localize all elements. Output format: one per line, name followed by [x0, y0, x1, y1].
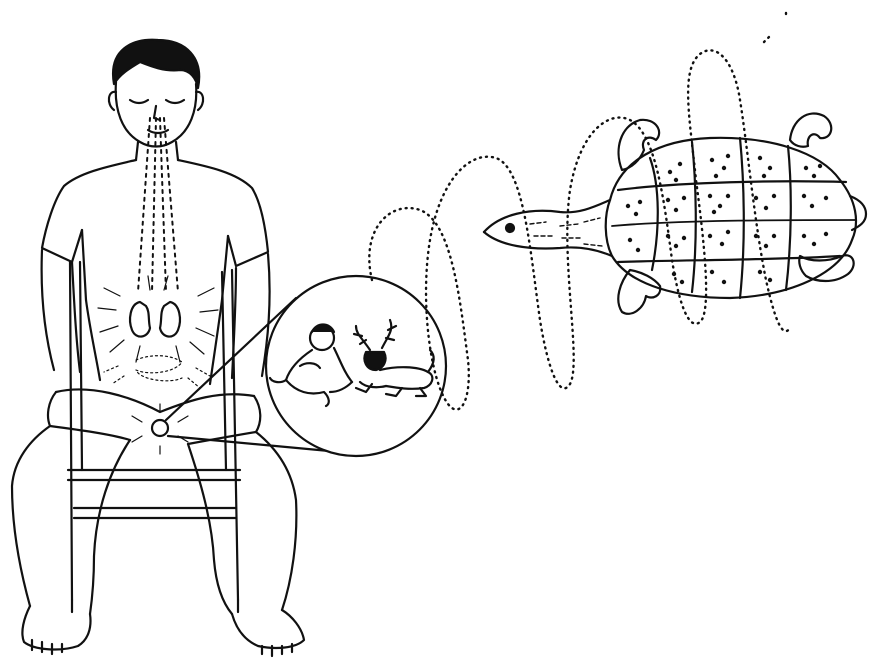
- meditating-man-icon: [12, 40, 304, 656]
- energy-spiral-icon: [136, 356, 182, 381]
- glow-rays-icon: [98, 276, 218, 388]
- dantian-point-icon: [132, 404, 188, 454]
- turtle-icon: [484, 113, 866, 313]
- kidneys-icon: [130, 302, 180, 337]
